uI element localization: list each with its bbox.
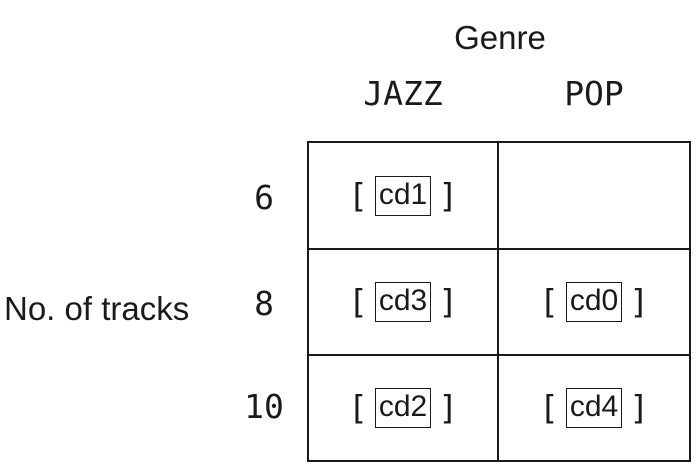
cell-6-pop bbox=[499, 143, 691, 250]
cd-item-box: cd4 bbox=[565, 388, 623, 428]
row-header-10: 10 bbox=[244, 387, 284, 426]
column-header-pop: POP bbox=[564, 74, 624, 113]
cd-item-box: cd0 bbox=[565, 282, 623, 322]
close-bracket: ] bbox=[438, 175, 459, 215]
cell-8-jazz: [ cd3 ] bbox=[309, 250, 499, 356]
tracks-axis-title: No. of tracks bbox=[4, 290, 190, 327]
cell-10-jazz: [ cd2 ] bbox=[309, 356, 499, 462]
close-bracket: ] bbox=[438, 282, 459, 321]
row-header-8: 8 bbox=[254, 284, 274, 323]
open-bracket: [ bbox=[347, 282, 368, 321]
cell-8-pop: [ cd0 ] bbox=[499, 250, 691, 356]
row-header-6: 6 bbox=[254, 178, 274, 217]
genre-axis-title: Genre bbox=[454, 19, 546, 56]
open-bracket: [ bbox=[538, 388, 559, 427]
close-bracket: ] bbox=[629, 282, 650, 321]
cell-6-jazz: [ cd1 ] bbox=[309, 143, 499, 250]
cd-item-box: cd1 bbox=[374, 175, 432, 216]
cd-item-box: cd2 bbox=[374, 388, 432, 428]
cd-item-box: cd3 bbox=[374, 282, 432, 322]
column-header-jazz: JAZZ bbox=[363, 74, 443, 113]
cell-10-pop: [ cd4 ] bbox=[499, 356, 691, 462]
grouping-grid: [ cd1 ] [ cd3 ] [ cd0 ] [ cd2 ] [ cd4 ] bbox=[307, 141, 691, 462]
open-bracket: [ bbox=[538, 282, 559, 321]
open-bracket: [ bbox=[347, 175, 368, 215]
open-bracket: [ bbox=[347, 388, 368, 427]
close-bracket: ] bbox=[438, 388, 459, 427]
close-bracket: ] bbox=[629, 388, 650, 427]
